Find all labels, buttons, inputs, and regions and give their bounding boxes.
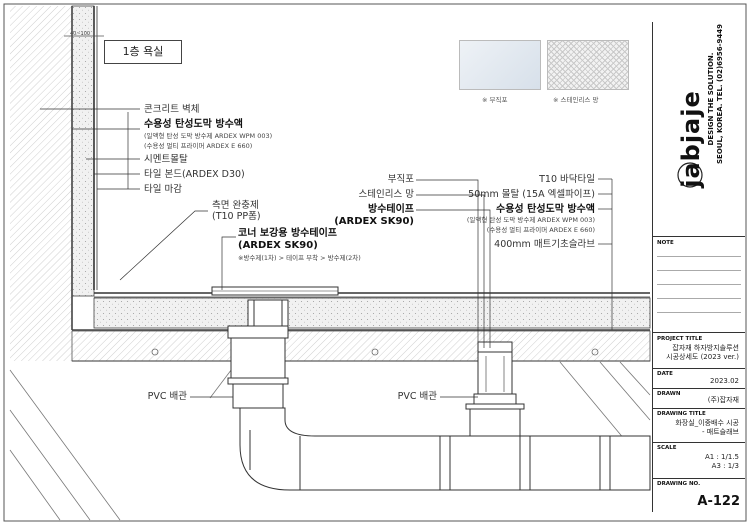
label-side-buffer-spec: (T10 PP폼) (212, 211, 261, 222)
pvc-pipe-left (227, 377, 651, 491)
title-block: NOTE PROJECT TITLE 잡자재 하자방지솔루션 시공상세도 (20… (652, 22, 745, 512)
brand-tagline: DESIGN THE SOLUTION. (707, 52, 715, 146)
label-wall-membrane: 수용성 탄성도막 방수액 (144, 119, 243, 130)
brand-address: SEOUL, KOREA. TEL. (02)6956-9449 (716, 23, 724, 164)
label-mesh: 스테인리스 망 (358, 189, 414, 200)
tb-drawing-title-1: 화장실_이중배수 시공 (675, 419, 739, 427)
label-waterproof-tape-product: (ARDEX SK90) (334, 216, 414, 227)
tb-note-label: NOTE (657, 240, 674, 246)
brand-wordmark: jabjaje (677, 90, 705, 188)
tb-project-label: PROJECT TITLE (657, 336, 703, 342)
tb-drawing-title-label: DRAWING TITLE (657, 411, 706, 417)
label-side-buffer: 측면 완충제 (212, 200, 259, 211)
label-cement-mortar: 시멘트몰탈 (144, 154, 188, 165)
tb-drawn-label: DRAWN (657, 391, 681, 397)
fabric-sample-image (459, 40, 541, 90)
mesh-sample-image (547, 40, 629, 90)
label-wall-primer-spec: (수용성 멀티 프라이머 ARDEX E 660) (144, 142, 253, 150)
tb-drawing-title-2: - 매트슬래브 (702, 428, 739, 436)
drawing-number: A-122 (697, 494, 740, 509)
wall-mortar-layer (71, 5, 95, 297)
label-floor-mortar: 50mm 몰탈 (15A 엑셀파이프) (468, 189, 595, 200)
label-concrete-wall: 콘크리트 벽체 (144, 104, 200, 115)
tb-date-label: DATE (657, 371, 673, 377)
label-mat-slab: 400mm 매트기초슬라브 (494, 239, 595, 250)
floor-drain (211, 286, 339, 379)
floor-mortar-bed (93, 297, 651, 329)
tb-drawing-no-label: DRAWING NO. (657, 481, 701, 487)
dimension-tag: 40~100 (70, 31, 91, 37)
sheet-border (3, 3, 747, 522)
tb-project-title-1: 잡자재 하자방지솔루션 (672, 344, 739, 352)
label-wall-membrane-spec: (일액형 탄성 도막 방수제 ARDEX WPM 003) (144, 132, 273, 140)
label-corner-tape-note: ※방수제(1차) > 테이프 부착 > 방수제(2차) (238, 254, 361, 262)
label-floor-tile: T10 바닥타일 (539, 174, 595, 185)
label-corner-tape-product: (ARDEX SK90) (238, 240, 318, 251)
pvc-pipe-right (465, 351, 525, 437)
tb-scale-label: SCALE (657, 445, 677, 451)
label-pvc-left: PVC 배관 (147, 391, 187, 402)
room-title: 1층 욕실 (104, 40, 182, 64)
label-tile-bond: 타일 본드(ARDEX D30) (144, 169, 245, 180)
leader-lines (40, 108, 613, 398)
mesh-caption: ※ 스테인리스 망 (553, 96, 599, 104)
tb-scale-a1: A1 : 1/1.5 (705, 453, 739, 461)
label-floor-primer-spec: (수용성 멀티 프라이머 ARDEX E 660) (486, 226, 595, 234)
label-corner-tape: 코너 보강용 방수테이프 (238, 228, 337, 239)
tb-date: 2023.02 (710, 377, 739, 385)
label-fabric: 부직포 (387, 174, 414, 185)
fabric-caption: ※ 부직포 (482, 96, 508, 104)
tb-project-title-2: 시공상세도 (2023 ver.) (666, 353, 739, 361)
ground-hatch-lines (9, 344, 651, 521)
label-floor-membrane: 수용성 탄성도막 방수액 (496, 204, 595, 215)
label-pvc-right: PVC 배관 (397, 391, 437, 402)
label-tile-finish: 타일 마감 (144, 184, 182, 195)
tb-scale-a3: A3 : 1/3 (711, 462, 739, 470)
label-waterproof-tape: 방수테이프 (368, 204, 414, 215)
brand-logo (677, 162, 703, 188)
tb-drawn: (주)잡자재 (707, 396, 739, 404)
secondary-drain-cap (477, 341, 513, 353)
mat-slab (71, 330, 651, 362)
label-floor-membrane-spec: (일액형 탄성 도막 방수제 ARDEX WPM 003) (466, 216, 595, 224)
concrete-wall (10, 6, 72, 361)
